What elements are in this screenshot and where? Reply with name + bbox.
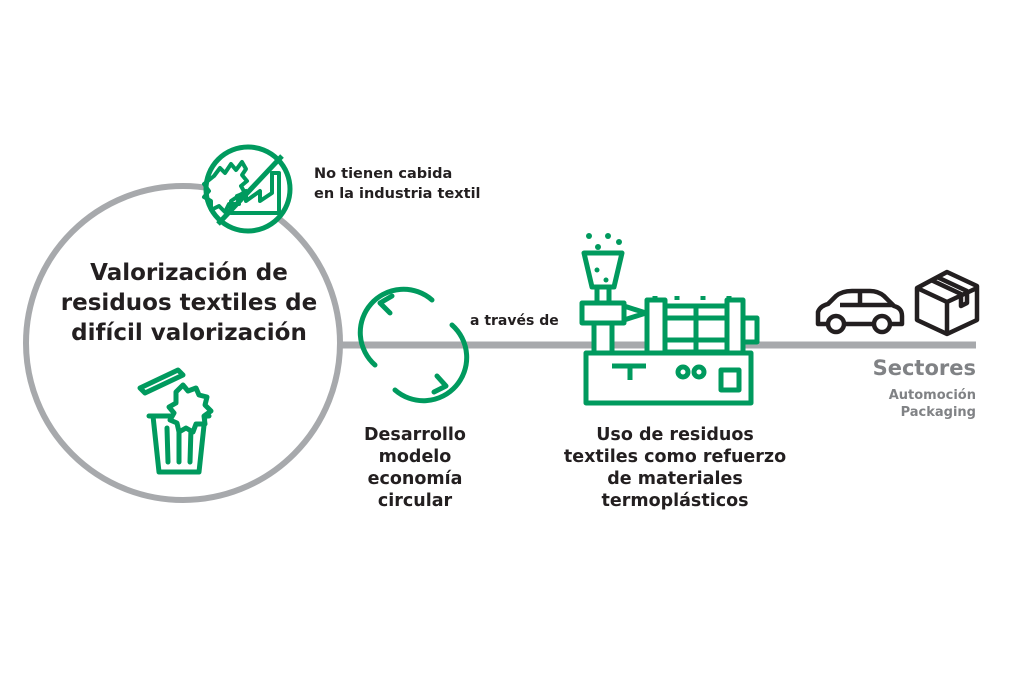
main-circle	[23, 183, 343, 503]
main-title-line-1: Valorización de	[90, 260, 288, 286]
cycle-line-2: modelo	[378, 447, 452, 467]
recycle-cycle-icon	[357, 286, 470, 404]
process-line-3: de materiales	[607, 469, 743, 489]
car-icon	[815, 288, 905, 335]
injection-machine-icon	[579, 233, 760, 406]
process-label: Uso de residuos textiles como refuerzo d…	[530, 424, 820, 512]
sector-item-packaging: Packaging	[900, 405, 976, 420]
trash-can-icon	[137, 367, 214, 475]
main-title: Valorización de residuos textiles de dif…	[48, 258, 330, 348]
main-title-line-3: difícil valorización	[71, 320, 307, 346]
process-line-4: termoplásticos	[601, 491, 749, 511]
cycle-line-3: economía	[367, 469, 463, 489]
process-line-1: Uso de residuos	[596, 425, 754, 445]
no-cabida-label: No tienen cabida en la industria textil	[314, 164, 481, 204]
box-icon	[914, 269, 980, 337]
main-title-line-2: residuos textiles de	[60, 290, 318, 316]
cycle-line-1: Desarrollo	[364, 425, 466, 445]
sector-item-automocion: Automoción	[888, 388, 976, 403]
process-line-2: textiles como refuerzo	[563, 447, 787, 467]
connector-label: a través de	[470, 313, 559, 329]
no-cabida-line-1: No tienen cabida	[314, 166, 453, 182]
no-textile-industry-icon	[202, 144, 293, 234]
sectores-title: Sectores	[872, 356, 976, 380]
no-cabida-line-2: en la industria textil	[314, 186, 481, 202]
cycle-line-4: circular	[377, 491, 453, 511]
cycle-label: Desarrollo modelo economía circular	[340, 424, 490, 512]
